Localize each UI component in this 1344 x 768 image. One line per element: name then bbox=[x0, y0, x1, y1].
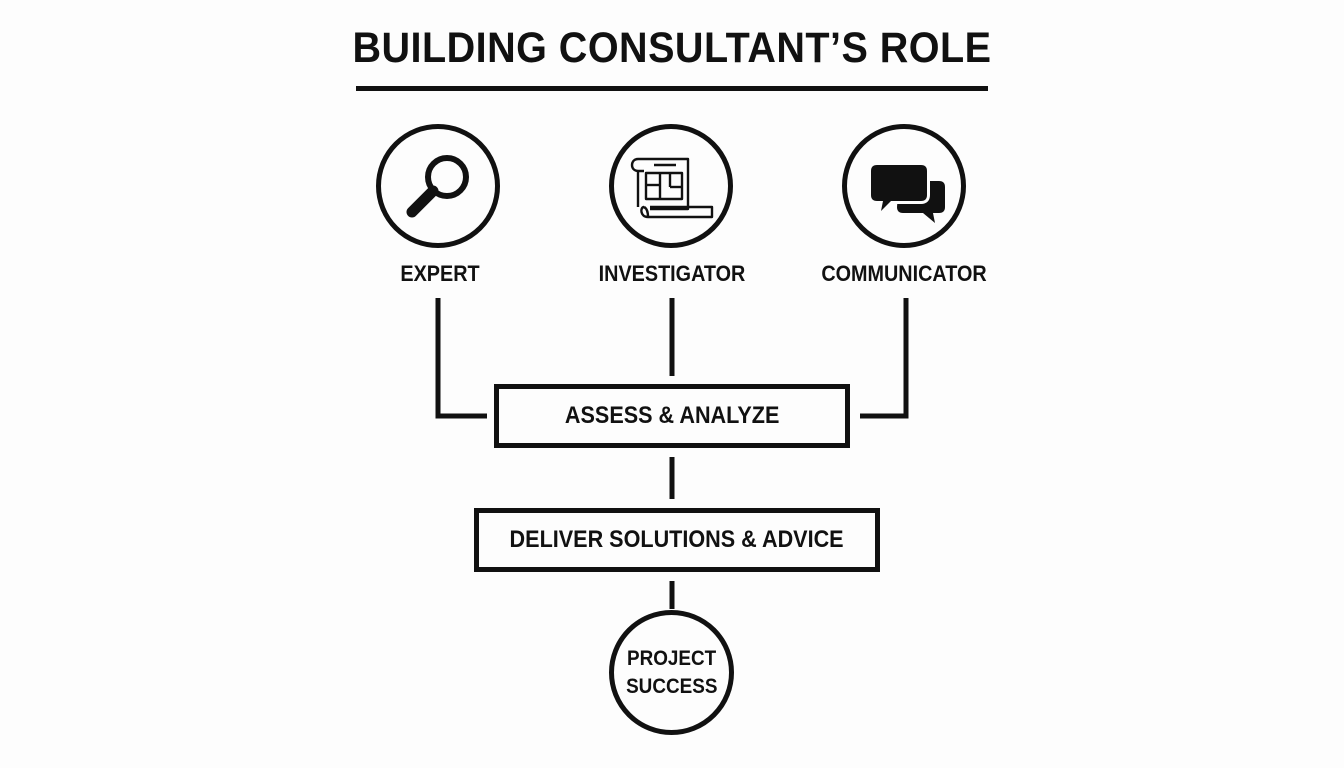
assess-analyze-box: ASSESS & ANALYZE bbox=[494, 384, 850, 448]
title-underline bbox=[356, 86, 988, 91]
role-label-expert: EXPERT bbox=[400, 261, 480, 286]
connector-communicator-to-assess bbox=[860, 298, 909, 419]
blueprint-scroll-icon bbox=[630, 157, 714, 219]
investigator-circle bbox=[609, 124, 733, 248]
project-success-line2: SUCCESS bbox=[625, 674, 718, 698]
deliver-solutions-label: DELIVER SOLUTIONS & ADVICE bbox=[509, 526, 845, 553]
assess-analyze-label: ASSESS & ANALYZE bbox=[564, 402, 780, 429]
project-success-circle: PROJECT SUCCESS bbox=[609, 610, 734, 735]
role-label-communicator: COMMUNICATOR bbox=[821, 261, 987, 286]
speech-bubbles-icon bbox=[868, 162, 945, 223]
deliver-solutions-box: DELIVER SOLUTIONS & ADVICE bbox=[474, 508, 880, 572]
connector-expert-to-assess bbox=[435, 298, 487, 419]
role-label-investigator: INVESTIGATOR bbox=[598, 261, 746, 286]
diagram-title: BUILDING CONSULTANT’S ROLE bbox=[352, 24, 992, 72]
communicator-circle bbox=[842, 124, 966, 248]
expert-circle bbox=[376, 124, 500, 248]
magnifying-glass-icon bbox=[406, 155, 469, 218]
project-success-line1: PROJECT bbox=[626, 646, 717, 670]
